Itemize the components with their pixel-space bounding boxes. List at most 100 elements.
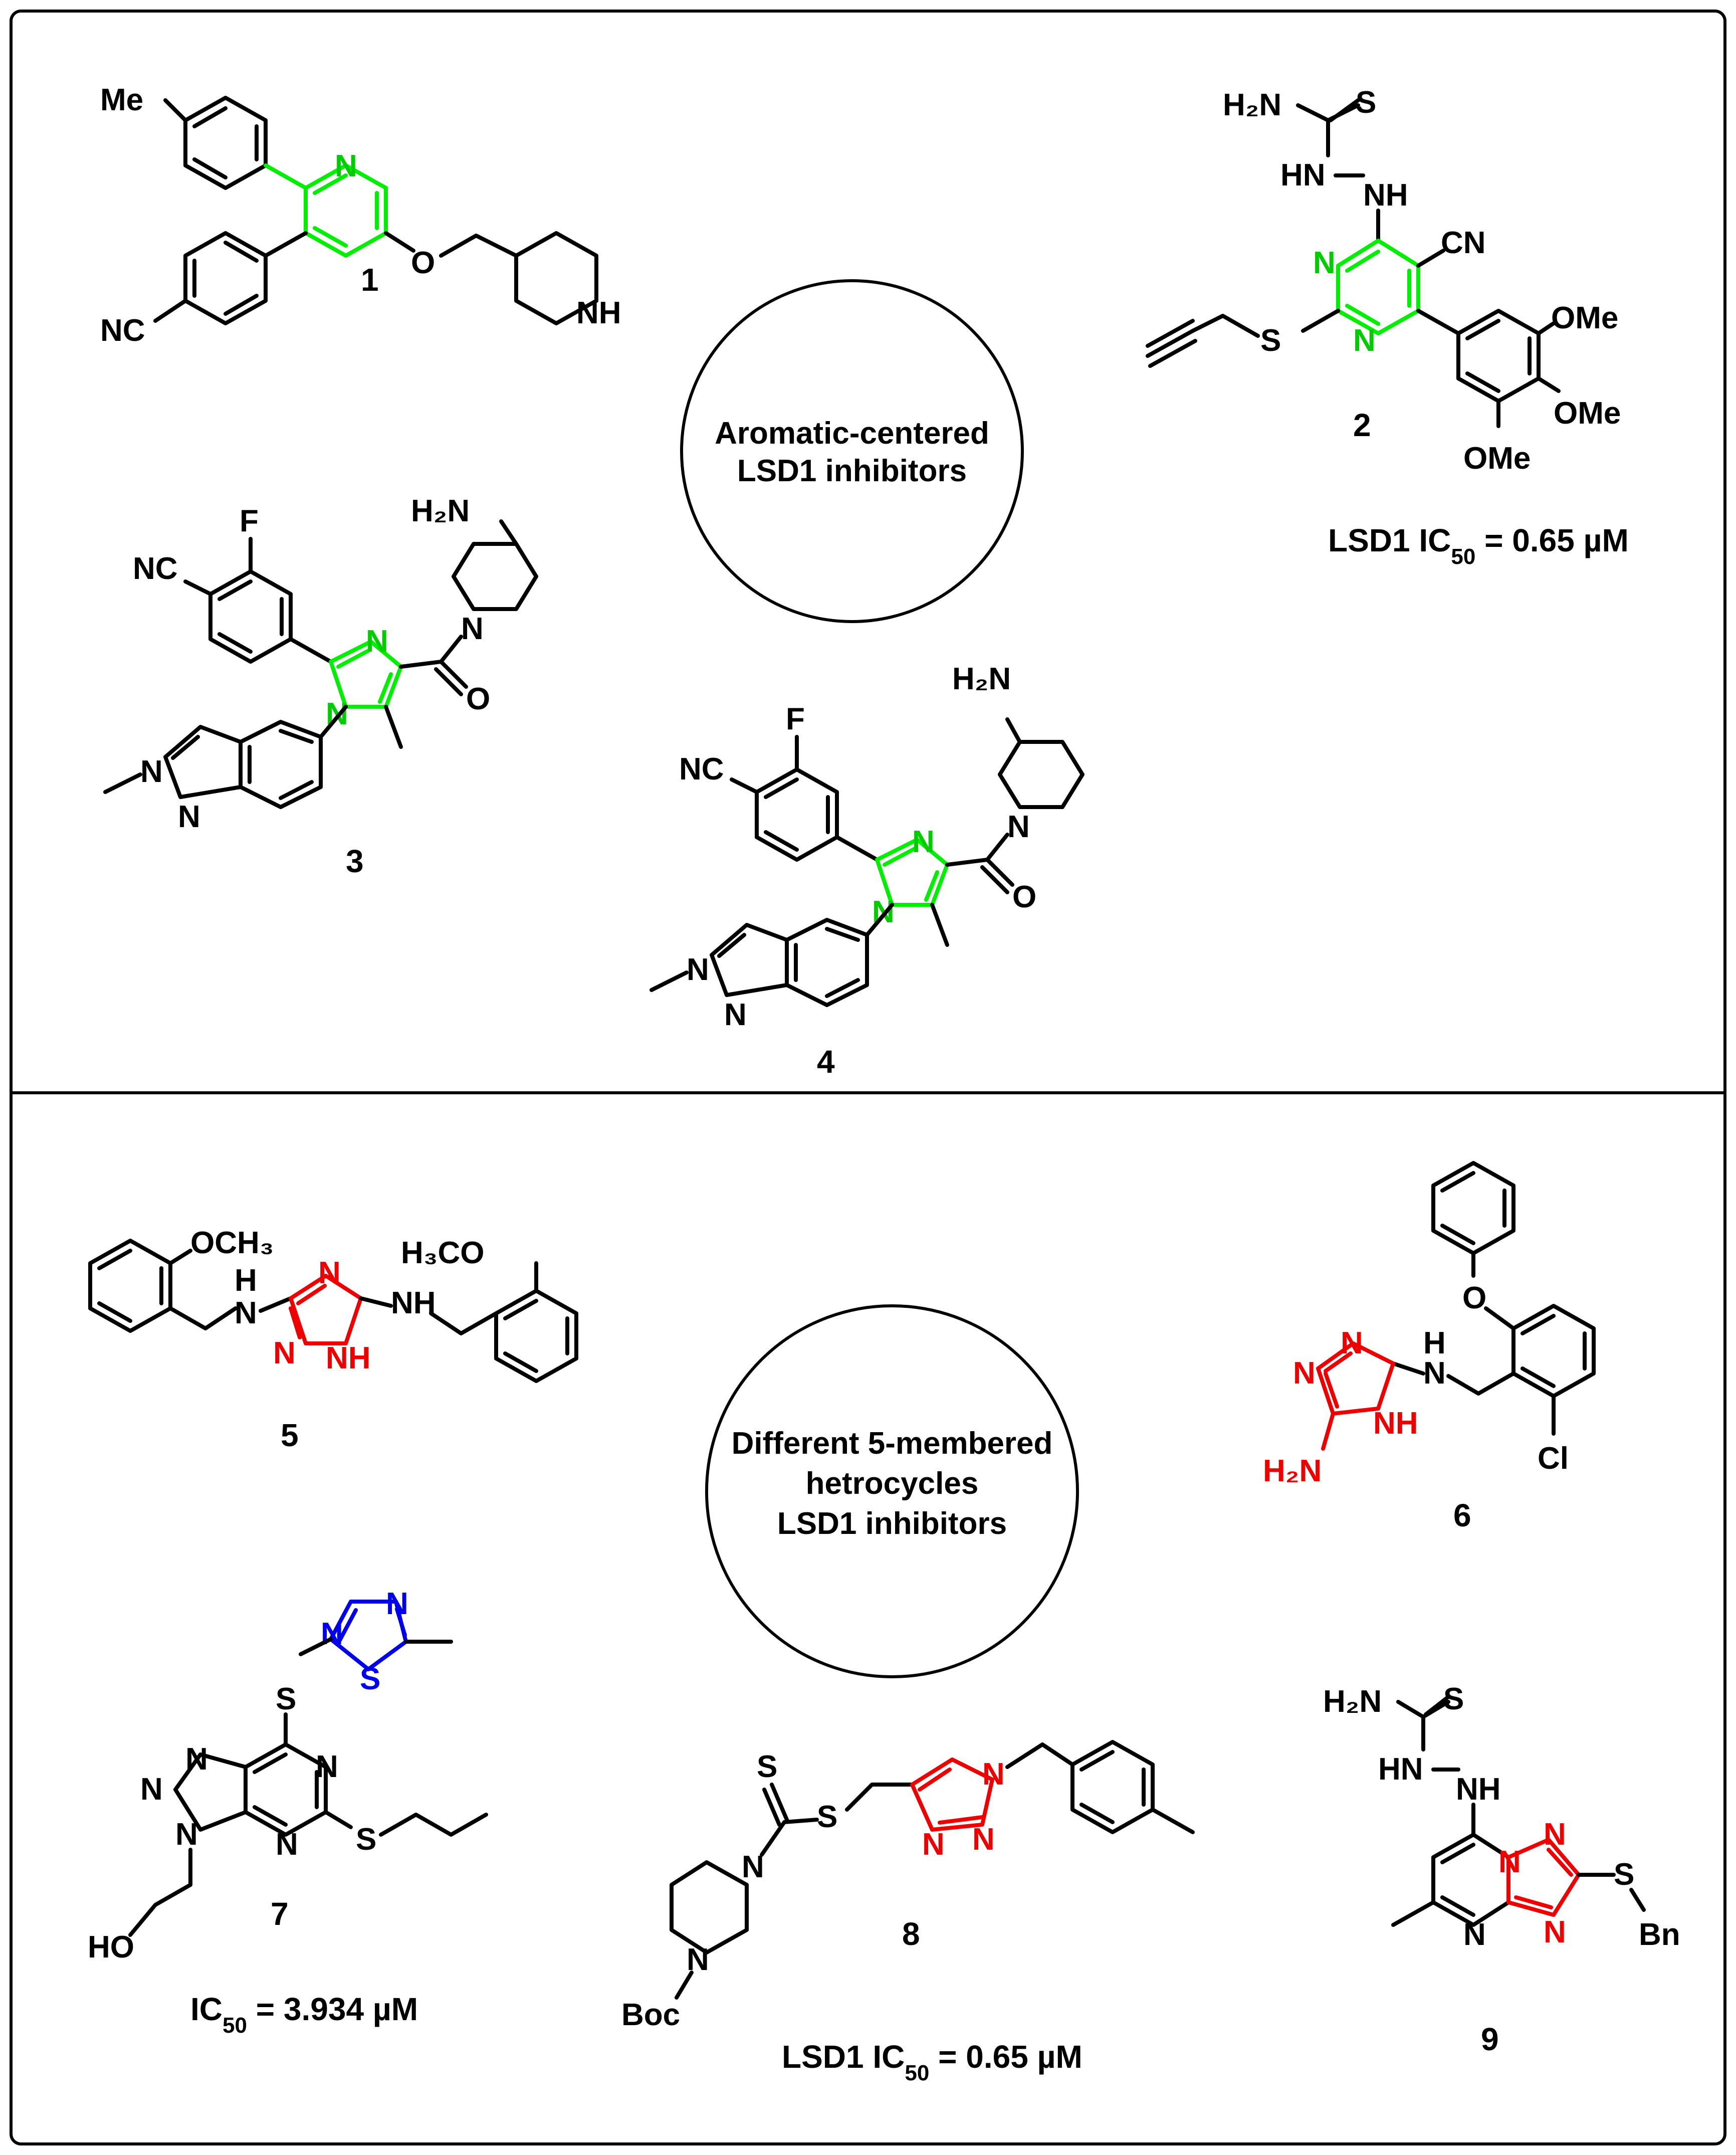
compound-label-7: 7: [271, 1896, 289, 1932]
atom-n: N: [1544, 1817, 1566, 1852]
atom-h: H: [1423, 1326, 1446, 1360]
compound-label-1: 1: [361, 262, 379, 298]
top-panel-title-line1: Aromatic-centered: [715, 416, 989, 451]
atom-o: O: [1012, 880, 1036, 914]
compound-6: O Cl H N N N NH H₂N 6: [1263, 1161, 1596, 1533]
compound-3: F NC N N O N H₂N N N 3: [103, 494, 538, 879]
atom-nc: NC: [133, 551, 178, 586]
atom-nh: NH: [326, 1341, 371, 1376]
outer-frame: [10, 10, 1726, 2145]
atom-n: N: [140, 754, 163, 789]
atom-n: N: [1007, 810, 1030, 844]
atom-n: N: [321, 1617, 343, 1651]
bottom-panel-circle: [705, 1304, 1079, 1678]
atom-h: H: [235, 1263, 257, 1298]
atom-n: N: [922, 1827, 945, 1862]
compound-8-activity: LSD1 IC50 = 0.65 µM: [782, 2039, 1082, 2085]
atom-n: N: [175, 1817, 198, 1852]
bottom-panel-title-line1: Different 5-membered: [732, 1426, 1053, 1461]
top-panel: Aromatic-centered LSD1 inhibitors: [680, 279, 1024, 623]
atom-nc: NC: [679, 752, 724, 787]
top-panel-circle: [680, 279, 1024, 623]
atom-me: Me: [100, 83, 143, 117]
atom-n: N: [318, 1256, 341, 1290]
atom-n: N: [1293, 1356, 1316, 1391]
atom-ho: HO: [88, 1930, 134, 1965]
top-panel-title-line2: LSD1 inhibitors: [737, 454, 967, 488]
atom-s: S: [1614, 1857, 1634, 1892]
atom-nh: NH: [1456, 1772, 1501, 1807]
atom-och3: OCH₃: [190, 1226, 274, 1260]
atom-o: O: [466, 682, 490, 716]
atom-n: N: [335, 149, 357, 183]
atom-ome: OMe: [1554, 396, 1621, 431]
atom-h2n: H₂N: [411, 494, 470, 528]
atom-n: N: [178, 800, 200, 834]
compound-1: Me N NC O NH 1: [100, 83, 621, 348]
atom-f: F: [786, 702, 805, 736]
compound-2: H₂N S HN NH N N CN S OMe OMe OMe 2 LSD1 …: [1146, 85, 1629, 569]
compound-label-8: 8: [902, 1916, 920, 1952]
atom-n: N: [1423, 1356, 1446, 1391]
atom-n: N: [1544, 1915, 1566, 1949]
bottom-panel: Different 5-membered hetrocycles LSD1 in…: [705, 1304, 1079, 1678]
atom-boc: Boc: [621, 1998, 680, 2032]
atom-n: N: [273, 1336, 296, 1370]
atom-s: S: [360, 1662, 380, 1696]
atom-n: N: [1353, 323, 1376, 358]
atom-h3co: H₃CO: [401, 1236, 484, 1270]
atom-h2n: H₂N: [1263, 1454, 1322, 1488]
atom-s: S: [1356, 85, 1376, 120]
atom-cn: CN: [1441, 226, 1486, 260]
atom-ome: OMe: [1551, 301, 1618, 335]
atom-n: N: [235, 1296, 257, 1330]
atom-n: N: [1313, 246, 1336, 280]
bottom-panel-title-line2: hetrocycles: [806, 1466, 979, 1501]
atom-n: N: [140, 1772, 163, 1807]
atom-n: N: [185, 1742, 208, 1777]
bottom-panel-title-line3: LSD1 inhibitors: [777, 1506, 1007, 1541]
atom-o: O: [411, 246, 435, 280]
atom-nh: NH: [576, 296, 621, 330]
compound-label-6: 6: [1453, 1497, 1471, 1533]
atom-cl: Cl: [1538, 1441, 1569, 1476]
atom-hn: HN: [1280, 158, 1326, 192]
atom-nh: NH: [391, 1286, 436, 1320]
atom-o: O: [1462, 1281, 1486, 1315]
atom-n: N: [386, 1587, 408, 1621]
atom-ome: OMe: [1463, 441, 1531, 476]
compound-label-3: 3: [346, 843, 364, 879]
atom-s: S: [356, 1822, 376, 1857]
compound-7: N N S S N N N N N S HO 7 IC50 = 3.934 µM: [88, 1587, 488, 2038]
atom-s: S: [757, 1749, 777, 1784]
compound-9: H₂N S HN NH N N N N S Bn 9: [1323, 1682, 1680, 2057]
compound-5: OCH₃ H N N N NH NH H₃CO 5: [88, 1226, 578, 1453]
atom-h2n: H₂N: [1323, 1684, 1382, 1719]
compound-7-activity: IC50 = 3.934 µM: [190, 1991, 418, 2038]
atom-h2n: H₂N: [1223, 88, 1281, 122]
atom-nc: NC: [100, 313, 145, 348]
atom-n: N: [1498, 1845, 1521, 1879]
compound-label-4: 4: [817, 1044, 835, 1080]
atom-h2n: H₂N: [952, 662, 1011, 696]
atom-nh: NH: [1373, 1406, 1418, 1441]
compound-2-activity: LSD1 IC50 = 0.65 µM: [1328, 522, 1629, 569]
atom-n: N: [724, 998, 747, 1032]
atom-nh: NH: [1363, 178, 1408, 213]
atom-n: N: [687, 952, 709, 987]
atom-n: N: [366, 624, 388, 659]
compound-label-2: 2: [1353, 407, 1371, 443]
atom-s: S: [1443, 1682, 1464, 1716]
atom-n: N: [742, 1850, 764, 1884]
compound-4: F NC N N O N H₂N N N 4: [649, 662, 1084, 1080]
atom-n: N: [982, 1757, 1005, 1792]
atom-n: N: [1341, 1326, 1363, 1360]
atom-f: F: [240, 504, 259, 538]
atom-hn: HN: [1378, 1752, 1423, 1787]
atom-n: N: [912, 825, 935, 859]
atom-n: N: [276, 1827, 298, 1862]
atom-n: N: [461, 612, 484, 646]
atom-s: S: [817, 1800, 837, 1834]
atom-n: N: [316, 1749, 338, 1784]
